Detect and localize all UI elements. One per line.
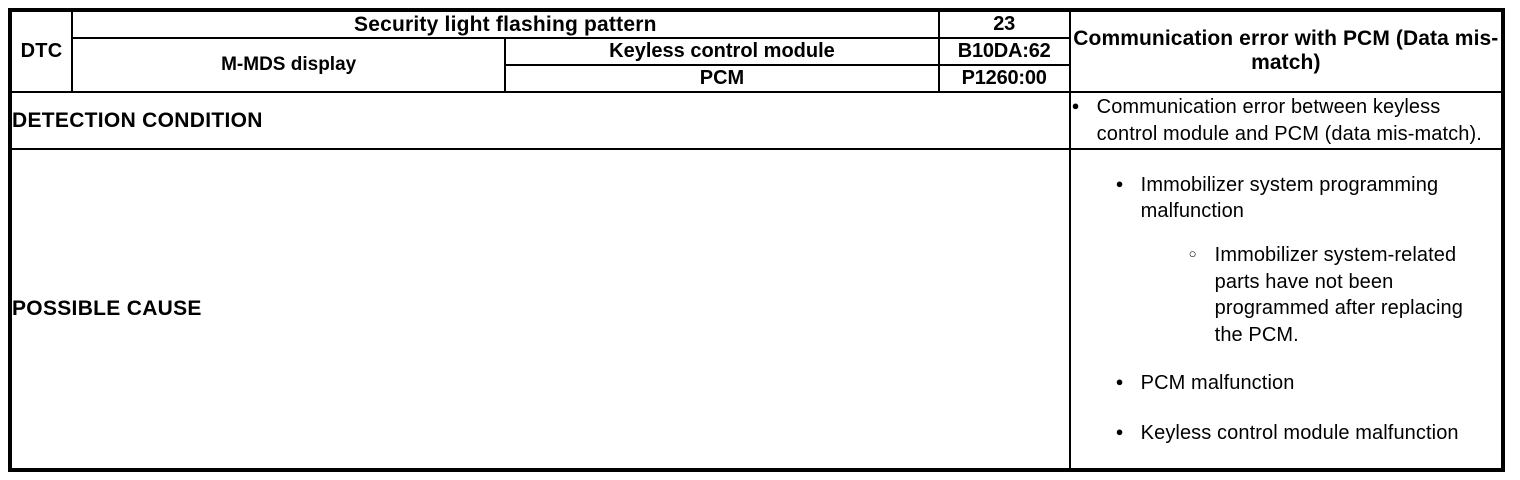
dtc-description-cell: Communication error with PCM (Data mis-m… (1068, 9, 1505, 93)
security-light-flashing-pattern-cell: Security light flashing pattern (71, 8, 940, 40)
detection-condition-row: DETECTION CONDITION Communication error … (9, 90, 1505, 151)
list-item: PCM malfunction (1115, 369, 1487, 396)
detection-condition-label: DETECTION CONDITION (9, 90, 1071, 151)
dtc-label-cell: DTC (9, 9, 73, 93)
list-item: Communication error between keyless cont… (1071, 93, 1501, 147)
list-item: Immobilizer system programming malfuncti… (1115, 171, 1487, 225)
security-light-flashing-pattern-code: 23 (937, 8, 1071, 40)
m-mds-display-cell: M-MDS display (70, 37, 507, 93)
detection-condition-content: Communication error between keyless cont… (1068, 90, 1505, 151)
possible-cause-content: Immobilizer system programming malfuncti… (1068, 148, 1505, 471)
table-row: DTC Security light flashing pattern 23 C… (9, 8, 1505, 93)
list-item: Keyless control module malfunction (1115, 419, 1487, 446)
keyless-control-module-cell: Keyless control module (504, 37, 940, 67)
table-row: M-MDS display Keyless control module B10… (10, 37, 1503, 93)
possible-cause-sublist: Immobilizer system-related parts have no… (1115, 241, 1487, 348)
pcm-cell: PCM (504, 64, 940, 93)
table-row: PCM P1260:00 (10, 64, 1503, 93)
possible-cause-primary-group: Immobilizer system programming malfuncti… (1115, 171, 1487, 348)
dtc-table: DTC Security light flashing pattern 23 C… (8, 8, 1505, 472)
possible-cause-label: POSSIBLE CAUSE (9, 148, 1071, 471)
possible-cause-list-first: Immobilizer system programming malfuncti… (1115, 171, 1487, 225)
keyless-control-module-code: B10DA:62 (937, 37, 1071, 67)
possible-cause-row: POSSIBLE CAUSE Immobilizer system progra… (9, 148, 1505, 471)
possible-cause-list-rest: PCM malfunction Keyless control module m… (1115, 369, 1487, 447)
list-item: Immobilizer system-related parts have no… (1189, 241, 1487, 348)
pcm-code: P1260:00 (937, 64, 1071, 93)
detection-condition-list: Communication error between keyless cont… (1071, 93, 1501, 147)
